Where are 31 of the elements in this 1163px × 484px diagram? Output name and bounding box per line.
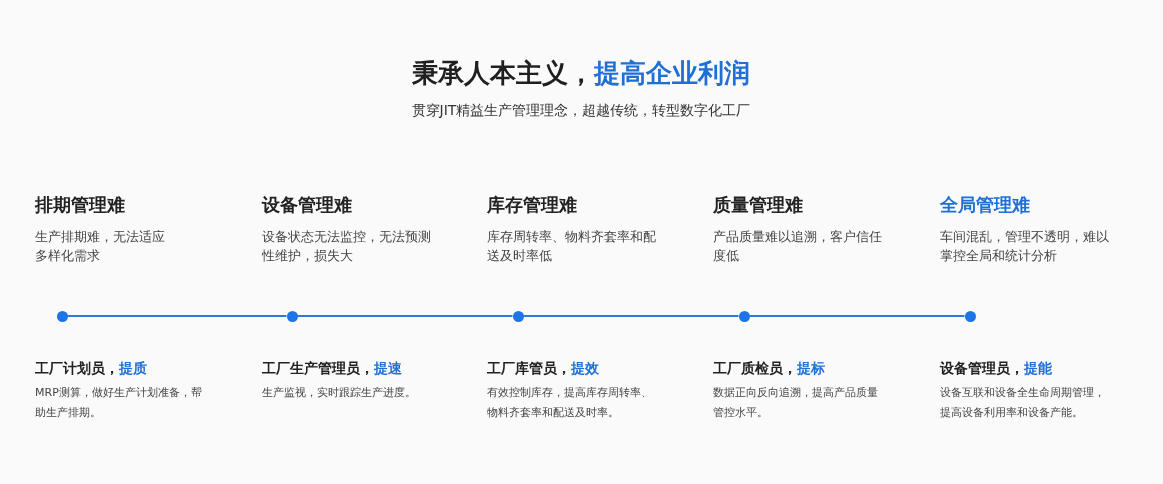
problem-heading: 质量管理难 bbox=[713, 193, 803, 217]
role-heading: 工厂生产管理员，提速 bbox=[262, 359, 402, 378]
timeline-dot bbox=[286, 310, 298, 322]
timeline-line bbox=[296, 315, 514, 317]
timeline-dot bbox=[738, 310, 750, 322]
role-heading: 工厂质检员，提标 bbox=[713, 359, 825, 378]
timeline-dot bbox=[964, 310, 976, 322]
role-description: MRP测算，做好生产计划准备，帮助生产排期。 bbox=[35, 385, 203, 421]
problem-heading: 全局管理难 bbox=[940, 193, 1030, 217]
title: 秉承人本主义，提高企业利润 bbox=[412, 57, 750, 90]
role-heading: 设备管理员，提能 bbox=[940, 359, 1052, 378]
problem-heading: 库存管理难 bbox=[487, 193, 577, 217]
problem-description: 产品质量难以追溯，客户信任度低 bbox=[713, 228, 883, 265]
timeline-line bbox=[66, 315, 288, 317]
role-description: 数据正向反向追溯，提高产品质量管控水平。 bbox=[713, 385, 879, 421]
role-heading: 工厂库管员，提效 bbox=[487, 359, 599, 378]
problem-description: 设备状态无法监控，无法预测性维护，损失大 bbox=[262, 228, 432, 265]
timeline-dot bbox=[512, 310, 524, 322]
timeline-line bbox=[748, 315, 966, 317]
role-description: 设备互联和设备全生命周期管理，提高设备利用率和设备产能。 bbox=[940, 385, 1106, 421]
role-description: 生产监视，实时跟踪生产进度。 bbox=[262, 385, 417, 401]
problem-description: 车间混乱，管理不透明，难以掌控全局和统计分析 bbox=[940, 228, 1110, 265]
timeline-dot bbox=[56, 310, 68, 322]
role-description: 有效控制库存，提高库存周转率、物料齐套率和配送及时率。 bbox=[487, 385, 653, 421]
timeline-line bbox=[522, 315, 740, 317]
problem-description: 生产排期难，无法适应多样化需求 bbox=[35, 228, 166, 265]
problem-heading: 设备管理难 bbox=[262, 193, 352, 217]
problem-heading: 排期管理难 bbox=[35, 193, 125, 217]
problem-description: 库存周转率、物料齐套率和配送及时率低 bbox=[487, 228, 657, 265]
role-heading: 工厂计划员，提质 bbox=[35, 359, 147, 378]
subtitle: 贯穿JIT精益生产管理理念，超越传统，转型数字化工厂 bbox=[411, 101, 751, 120]
